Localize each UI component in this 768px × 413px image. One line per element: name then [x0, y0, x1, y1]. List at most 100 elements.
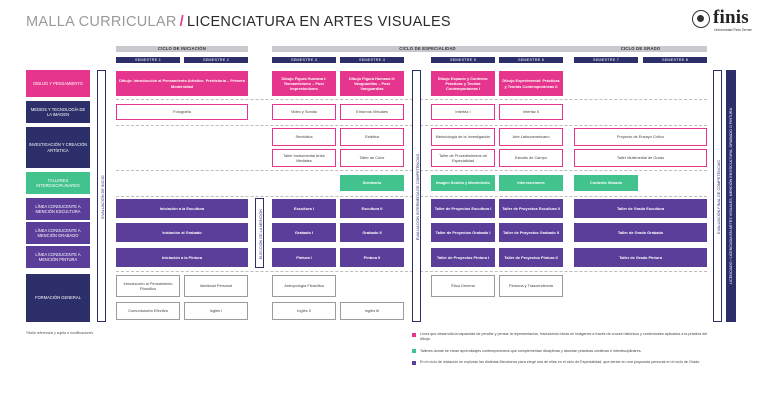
course-grabado-2: Grabado II	[340, 223, 404, 242]
eleccion-mencion-bar: ELECCIÓN DE LA MENCIÓN	[255, 198, 264, 268]
semester-2-header: SEMESTRE 2	[184, 57, 248, 63]
logo-subtitle: Universidad Finis Terrae	[714, 28, 752, 32]
title-prefix: MALLA CURRICULAR	[26, 14, 177, 30]
row-label-talleres: TALLERES INTERDISCIPLINARES	[26, 172, 90, 194]
course-iniciacion-pintura: Iniciación a la Pintura	[116, 248, 248, 267]
course-dibujo-espacio: Dibujo Espacio y Contexto: Prácticas y T…	[431, 71, 495, 96]
course-ingles-3: Inglés III	[340, 302, 404, 320]
row-divider	[116, 271, 707, 272]
legend: Línea que desarrolla la capacidad de per…	[412, 332, 712, 365]
title-main: LICENCIATURA EN ARTES VISUALES	[187, 14, 451, 30]
row-label-medios: MEDIOS Y TECNOLOGÍA DE LA IMAGEN	[26, 101, 90, 123]
eleccion-mencion-text: ELECCIÓN DE LA MENCIÓN	[258, 208, 263, 260]
course-comunicacion-efectiva: Comunicación Efectiva	[116, 302, 180, 320]
legend-item-dibujo: Línea que desarrolla la capacidad de per…	[412, 332, 712, 343]
course-interfaz-1: Interfaz I	[431, 104, 495, 120]
legend-swatch-pink	[412, 332, 416, 337]
semester-1-header: SEMESTRE 1	[116, 57, 180, 63]
course-grado-pintura: Taller de Grado Pintura	[574, 248, 707, 267]
eval-inicio-bar: EVALUACIÓN DE INICIO	[97, 70, 106, 322]
course-dibujo-figura-1: Dibujo Figura Humana I: Romanticismo – P…	[272, 71, 336, 96]
course-interfaz-2: Interfaz II	[499, 104, 563, 120]
course-iniciacion-escultura: Iniciación a la Escultura	[116, 199, 248, 218]
row-divider	[116, 196, 707, 197]
footnote: *Malla referencial y sujeta a modificaci…	[26, 331, 94, 335]
course-iniciacion-grabado: Iniciación al Grabado	[116, 223, 248, 242]
course-antropologia: Antropología Filosófica	[272, 275, 336, 297]
eval-inicio-text: EVALUACIÓN DE INICIO	[100, 175, 105, 219]
legend-text: Talleres donde se crean aprendizajes con…	[420, 348, 642, 353]
course-proyectos-grabado-1: Taller de Proyectos Grabado I	[431, 223, 495, 242]
course-entornos-virtuales: Entornos Virtuales	[340, 104, 404, 120]
cycle-initiation-header: CICLO DE INICIACIÓN	[116, 46, 248, 52]
row-label-grabado: LÍNEA CONDUCENTE A MENCIÓN GRABADO	[26, 222, 90, 244]
legend-text: En el ciclo de iniciación se exploran la…	[420, 360, 701, 365]
legend-swatch-green	[412, 349, 416, 354]
course-dibujo-figura-2: Dibujo Figura Humana II: Vanguardias – P…	[340, 71, 404, 96]
legend-text: Línea que desarrolla la capacidad de per…	[420, 332, 708, 342]
title-slash: /	[179, 14, 184, 30]
course-arte-latinoamericano: Arte Latinoamericano	[499, 128, 563, 146]
course-grabado-1: Grabado I	[272, 223, 336, 242]
course-dibujo-experimental: Dibujo Experimental: Prácticas y Teorías…	[499, 71, 563, 96]
eval-final-bar: EVALUACIÓN FINAL DE COMPETENCIAS	[713, 70, 722, 322]
course-proyectos-grabado-2: Taller de Proyectos Grabado II	[499, 223, 563, 242]
semester-3-header: SEMESTRE 3	[272, 57, 336, 63]
page-title: MALLA CURRICULAR/LICENCIATURA EN ARTES V…	[26, 14, 451, 30]
course-ingles-1: Inglés I	[184, 302, 248, 320]
row-label-investigacion: INVESTIGACIÓN Y CREACIÓN ARTÍSTICA	[26, 127, 90, 168]
course-metodologia: Metodología de la Investigación	[431, 128, 495, 146]
course-proyectos-pintura-2: Taller de Proyectos Pintura II	[499, 248, 563, 267]
course-ingles-2: Inglés II	[272, 302, 336, 320]
course-estetica: Estética	[340, 128, 404, 146]
course-taller-artes-mediales: Taller Instrumental Artes Mediales	[272, 149, 336, 167]
semester-7-header: SEMESTRE 7	[574, 57, 638, 63]
cycle-degree-header: CICLO DE GRADO	[574, 46, 707, 52]
course-proyectos-escultura-1: Taller de Proyectos Escultura I	[431, 199, 495, 218]
cycle-specialty-header: CICLO DE ESPECIALIDAD	[272, 46, 583, 52]
grado-text: LICENCIADO / LICENCIADA EN ARTES VISUALE…	[729, 107, 733, 285]
course-grado-escultura: Taller de Grado Escultura	[574, 199, 707, 218]
course-imagen-sonido: Imagen Sonido y Movimiento	[431, 175, 495, 191]
seal-icon	[692, 10, 710, 28]
course-grado-grabado: Taller de Grado Grabado	[574, 223, 707, 242]
course-semiotica: Semiótica	[272, 128, 336, 146]
row-label-pintura: LÍNEA CONDUCENTE A MENCIÓN PINTURA	[26, 246, 90, 268]
university-logo: finis Universidad Finis Terrae	[692, 7, 754, 36]
course-pintura-2: Pintura II	[340, 248, 404, 267]
course-estudio-campo: Estudio de Campo	[499, 149, 563, 167]
course-intervenciones: Intervenciones	[499, 175, 563, 191]
course-pintura-1: Pintura I	[272, 248, 336, 267]
course-etica-general: Ética General	[431, 275, 495, 297]
semester-8-header: SEMESTRE 8	[643, 57, 707, 63]
eval-intermedia-bar: EVALUACIÓN INTERMEDIA DE COMPETENCIAS	[412, 70, 421, 322]
course-fotografia: Fotografía	[116, 104, 248, 120]
logo-word: finis	[713, 7, 749, 28]
course-seminario: Seminario	[340, 175, 404, 191]
semester-4-header: SEMESTRE 4	[340, 57, 404, 63]
course-persona-trascendencia: Persona y Trascendencia	[499, 275, 563, 297]
semester-5-header: SEMESTRE 5	[431, 57, 495, 63]
course-contexto-situado: Contexto Situado	[574, 175, 638, 191]
eval-final-text: EVALUACIÓN FINAL DE COMPETENCIAS	[716, 160, 721, 234]
course-taller-color: Taller de Color	[340, 149, 404, 167]
legend-item-talleres: Talleres donde se crean aprendizajes con…	[412, 349, 712, 354]
course-ensayo-critico: Proyecto de Ensayo Crítico	[574, 128, 707, 146]
course-dibujo-intro: Dibujo: Introducción al Pensamiento Artí…	[116, 71, 248, 96]
course-proyectos-escultura-2: Taller de Proyectos Escultura II	[499, 199, 563, 218]
course-escultura-1: Escultura I	[272, 199, 336, 218]
grado-bar: LICENCIADO / LICENCIADA EN ARTES VISUALE…	[726, 70, 736, 322]
course-pensamiento-filosofico: Introducción al Pensamiento Filosófico	[116, 275, 180, 297]
row-divider	[116, 99, 707, 100]
row-label-formacion: FORMACIÓN GENERAL	[26, 274, 90, 322]
row-divider	[116, 125, 707, 126]
eval-intermedia-text: EVALUACIÓN INTERMEDIA DE COMPETENCIAS	[415, 153, 420, 241]
legend-item-menciones: En el ciclo de iniciación se exploran la…	[412, 360, 712, 365]
row-divider	[116, 170, 707, 171]
course-proyectos-pintura-1: Taller de Proyectos Pintura I	[431, 248, 495, 267]
row-label-dibujo: DIBUJO Y PENSAMIENTO	[26, 70, 90, 97]
row-label-escultura: LÍNEA CONDUCENTE A MENCIÓN ESCULTURA	[26, 198, 90, 220]
course-taller-procedimientos: Taller de Procedimientos de Especialidad	[431, 149, 495, 167]
legend-swatch-purple	[412, 360, 416, 365]
course-identidad-personal: Identidad Personal	[184, 275, 248, 297]
